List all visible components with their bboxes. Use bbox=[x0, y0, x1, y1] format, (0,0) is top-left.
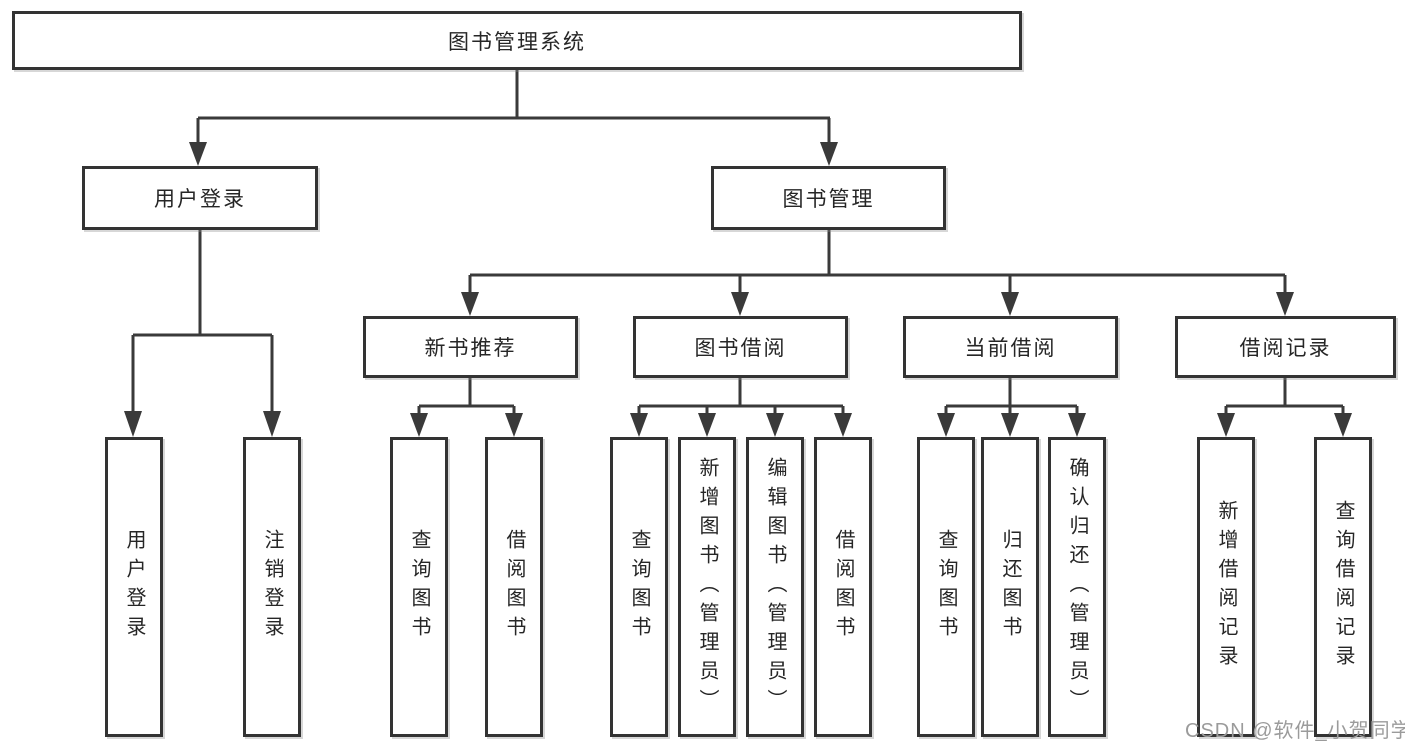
csdn-watermark: CSDN @软件_小贺同学 bbox=[1185, 720, 1405, 742]
leaf-query-books-current: 查询图书 bbox=[917, 437, 975, 737]
leaf-return-book: 归还图书 bbox=[981, 437, 1039, 737]
node-label: 借阅图书 bbox=[503, 529, 525, 645]
node-label: 新增借阅记录 bbox=[1215, 500, 1237, 674]
node-label: 查询图书 bbox=[408, 529, 430, 645]
node-label: 图书管理 bbox=[782, 188, 875, 211]
node-label: 当前借阅 bbox=[964, 337, 1057, 360]
node-new-book-recommendation: 新书推荐 bbox=[363, 316, 578, 378]
node-current-borrowing: 当前借阅 bbox=[903, 316, 1118, 378]
node-label: 查询图书 bbox=[628, 529, 650, 645]
node-label: 借阅图书 bbox=[832, 529, 854, 645]
leaf-query-books-borrow: 查询图书 bbox=[610, 437, 668, 737]
leaf-borrow-books-recommend: 借阅图书 bbox=[485, 437, 543, 737]
node-label: 归还图书 bbox=[999, 529, 1021, 645]
node-label: 图书管理系统 bbox=[448, 30, 586, 54]
leaf-borrow-books: 借阅图书 bbox=[814, 437, 872, 737]
node-label: 编辑图书（管理员） bbox=[764, 456, 786, 718]
node-label: 新书推荐 bbox=[424, 337, 517, 360]
node-root-library-management-system: 图书管理系统 bbox=[12, 11, 1022, 70]
leaf-query-borrow-record: 查询借阅记录 bbox=[1314, 437, 1372, 737]
node-label: 用户登录 bbox=[154, 188, 246, 211]
leaf-add-borrow-record: 新增借阅记录 bbox=[1197, 437, 1255, 737]
node-label: 用户登录 bbox=[123, 529, 145, 645]
leaf-edit-book-admin: 编辑图书（管理员） bbox=[746, 437, 804, 737]
node-label: 新增图书（管理员） bbox=[696, 456, 718, 718]
node-book-management: 图书管理 bbox=[711, 166, 946, 230]
leaf-add-book-admin: 新增图书（管理员） bbox=[678, 437, 736, 737]
node-borrowing-records: 借阅记录 bbox=[1175, 316, 1396, 378]
arrowheads bbox=[124, 142, 1352, 437]
node-user-login: 用户登录 bbox=[82, 166, 318, 230]
node-book-borrowing: 图书借阅 bbox=[633, 316, 848, 378]
node-label: 借阅记录 bbox=[1239, 337, 1332, 360]
node-label: 确认归还（管理员） bbox=[1066, 456, 1088, 718]
node-label: 查询借阅记录 bbox=[1332, 500, 1354, 674]
leaf-user-login: 用户登录 bbox=[105, 437, 163, 737]
leaf-logout: 注销登录 bbox=[243, 437, 301, 737]
leaf-confirm-return-admin: 确认归还（管理员） bbox=[1048, 437, 1106, 737]
node-label: 查询图书 bbox=[935, 529, 957, 645]
leaf-query-books-recommend: 查询图书 bbox=[390, 437, 448, 737]
node-label: 图书借阅 bbox=[694, 337, 787, 360]
node-label: 注销登录 bbox=[261, 529, 283, 645]
